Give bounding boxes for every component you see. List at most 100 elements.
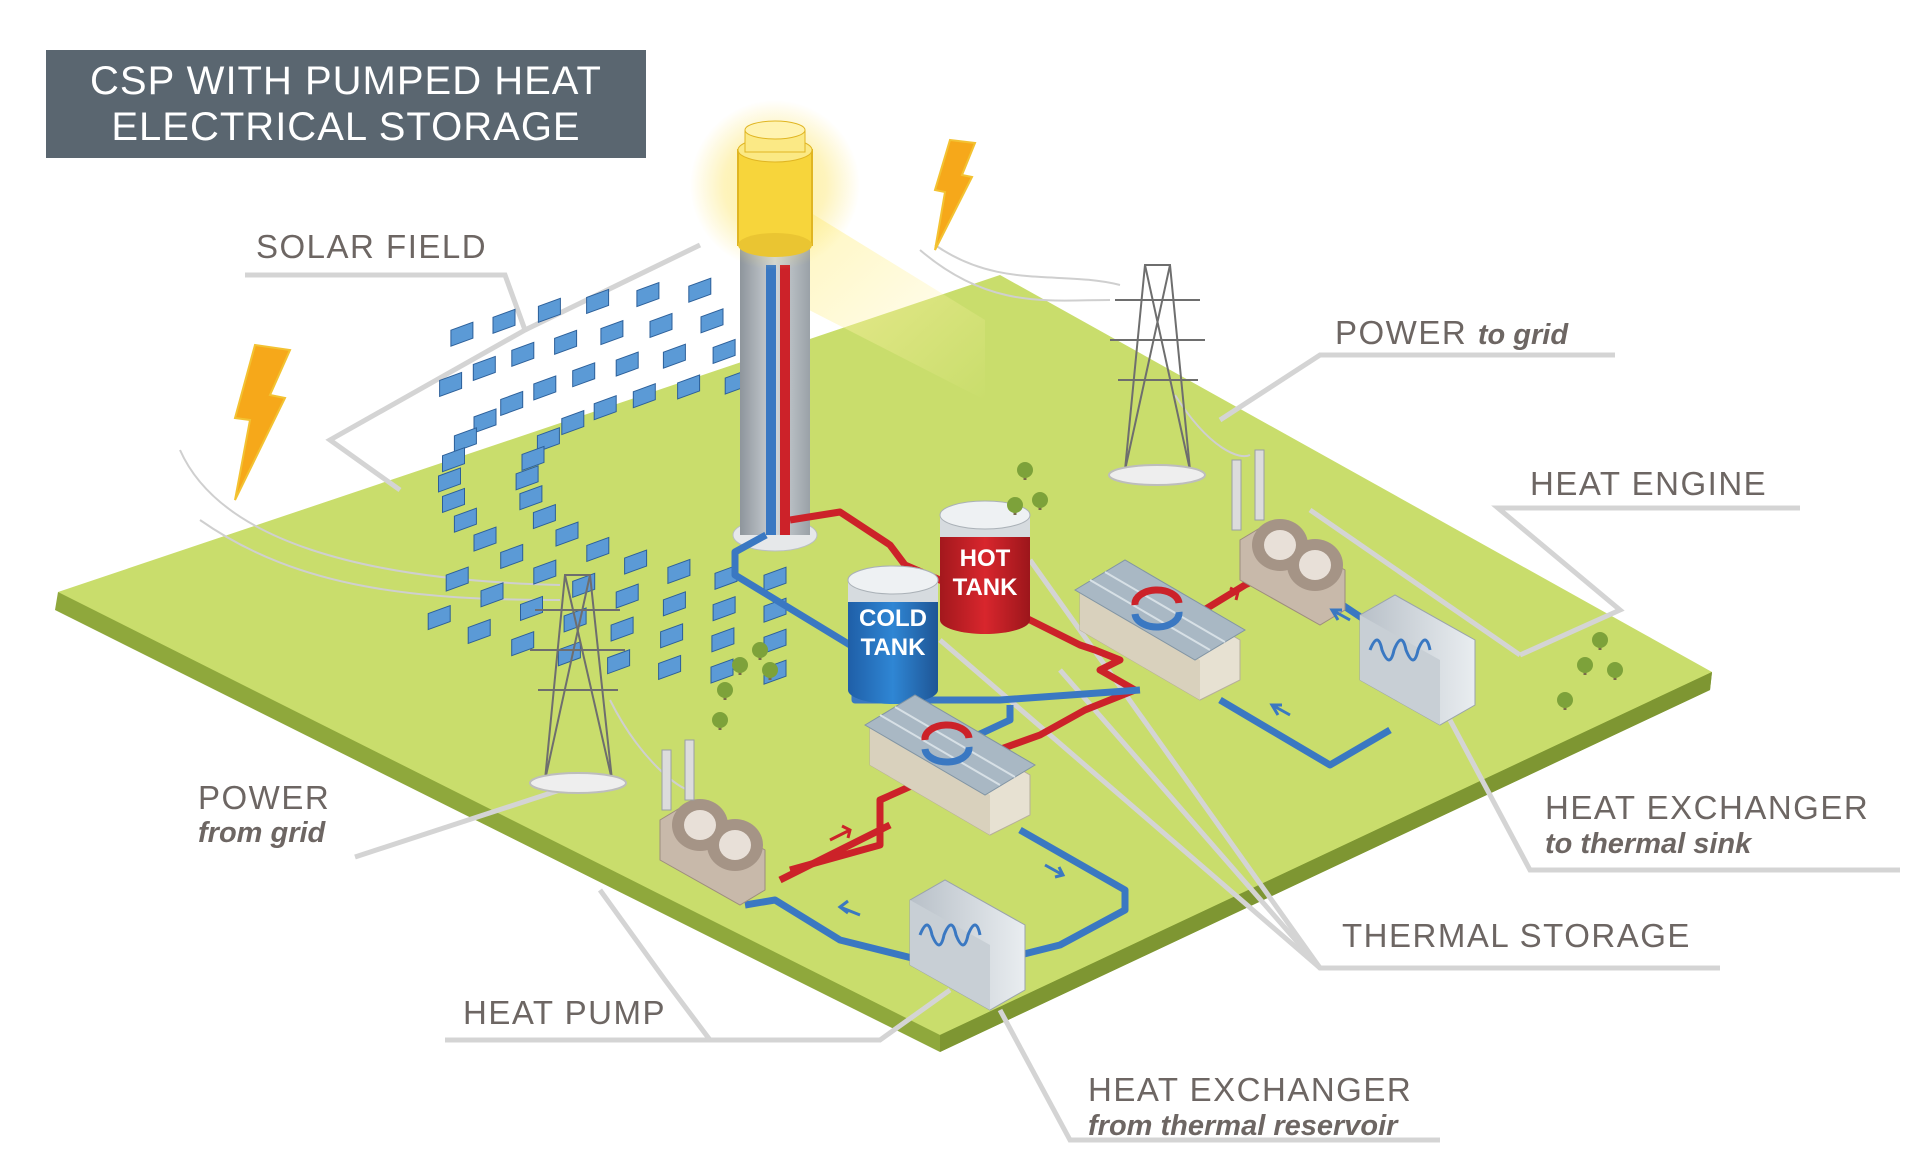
mirror-panel bbox=[480, 582, 504, 608]
mirror-panel bbox=[662, 343, 686, 369]
label-power-to-grid-sub: to grid bbox=[1477, 319, 1569, 351]
tree-icon bbox=[1007, 497, 1023, 515]
mirror-panel bbox=[453, 427, 477, 453]
mirror-panel bbox=[492, 308, 516, 335]
mirror-panel bbox=[439, 371, 463, 398]
mirror-panel bbox=[450, 321, 474, 347]
mirror-panel bbox=[615, 351, 639, 377]
heat-exchanger-sink bbox=[1359, 594, 1476, 726]
circulation-arrows-icon bbox=[921, 721, 973, 766]
mirror-panel bbox=[500, 543, 524, 570]
leader-lines bbox=[245, 242, 1900, 1143]
mirror-panel bbox=[763, 566, 787, 592]
mirror-panel bbox=[667, 558, 691, 585]
lightning-bolt-icon bbox=[933, 138, 977, 251]
mirror-panel bbox=[442, 487, 465, 514]
mirror-panel bbox=[427, 604, 451, 631]
lightning-bolt-icon bbox=[233, 343, 292, 501]
mirror-panel bbox=[521, 445, 545, 472]
thermal-storage-unit-upper bbox=[1074, 559, 1246, 701]
tree-icon bbox=[1592, 632, 1608, 650]
thermal-storage-unit-lower bbox=[864, 694, 1036, 836]
mirror-panel bbox=[473, 526, 497, 552]
mirror-panel bbox=[537, 297, 561, 324]
mirror-panel bbox=[658, 654, 682, 681]
mirror-panel bbox=[712, 595, 736, 622]
mirror-panel bbox=[700, 308, 724, 334]
tree-icon bbox=[1557, 692, 1573, 710]
trees bbox=[712, 462, 1623, 730]
title-line2: ELECTRICAL STORAGE bbox=[111, 105, 581, 149]
transmission-tower-icon bbox=[529, 574, 627, 794]
mirror-panel bbox=[472, 355, 496, 382]
tree-icon bbox=[717, 682, 733, 700]
mirror-panel bbox=[600, 319, 624, 346]
circulation-arrows-icon bbox=[1131, 586, 1183, 631]
tree-icon bbox=[1032, 492, 1048, 510]
mirror-panel bbox=[711, 627, 735, 653]
mirror-panel bbox=[572, 362, 596, 388]
heat-pump-machine bbox=[659, 739, 766, 906]
label-heat-exchanger-sink: HEAT EXCHANGER bbox=[1545, 789, 1870, 826]
heat-exchanger-reservoir bbox=[909, 879, 1026, 1011]
mirror-panel bbox=[677, 374, 701, 400]
tree-icon bbox=[752, 642, 768, 660]
solar-tower bbox=[690, 100, 860, 552]
mirror-panel bbox=[533, 559, 557, 585]
mirror-panel bbox=[712, 338, 736, 365]
title-line1: CSP WITH PUMPED HEAT bbox=[90, 59, 602, 103]
label-heat-pump: HEAT PUMP bbox=[463, 994, 666, 1031]
mirror-panel bbox=[520, 595, 543, 622]
mirror-panel bbox=[636, 281, 660, 308]
transmission-tower-icon bbox=[1108, 264, 1206, 486]
tree-icon bbox=[732, 657, 748, 675]
label-power-to-grid-main: POWER bbox=[1335, 314, 1468, 351]
tree-icon bbox=[1017, 462, 1033, 480]
mirror-panel bbox=[586, 288, 610, 315]
diagram-title: CSP WITH PUMPED HEAT ELECTRICAL STORAGE bbox=[46, 50, 646, 158]
mirror-panel bbox=[586, 536, 610, 563]
label-heat-exchanger-reservoir-sub: from thermal reservoir bbox=[1088, 1110, 1398, 1142]
cold-tank: COLD TANK bbox=[847, 565, 939, 704]
tree-icon bbox=[1607, 662, 1623, 680]
label-power-from-grid: POWER bbox=[198, 779, 331, 816]
label-heat-exchanger-sink-sub: to thermal sink bbox=[1545, 828, 1752, 860]
mirror-panel bbox=[500, 390, 524, 417]
label-heat-exchanger-reservoir: HEAT EXCHANGER bbox=[1088, 1071, 1413, 1108]
mirror-panel bbox=[662, 591, 686, 617]
mirror-panel bbox=[442, 446, 465, 473]
label-solar-field: SOLAR FIELD bbox=[256, 228, 488, 265]
mirror-panel bbox=[511, 630, 535, 657]
mirror-panel bbox=[632, 383, 656, 409]
hot-tank-label-line1: HOT bbox=[960, 545, 1011, 572]
mirror-panel bbox=[536, 427, 560, 453]
mirror-panel bbox=[511, 341, 535, 368]
mirror-panel bbox=[660, 623, 684, 649]
tree-icon bbox=[712, 712, 728, 730]
mirror-panel bbox=[532, 503, 556, 530]
mirror-panel bbox=[533, 375, 557, 401]
mirror-panel bbox=[519, 484, 543, 511]
hot-tank-label-line2: TANK bbox=[953, 574, 1019, 601]
label-power-to-grid: POWER to grid bbox=[1335, 315, 1568, 353]
mirror-panel bbox=[688, 277, 712, 303]
mirror-panel bbox=[515, 465, 539, 491]
hot-tank: HOT TANK bbox=[939, 500, 1031, 634]
mirror-panel bbox=[610, 616, 634, 642]
label-power-from-grid-sub: from grid bbox=[198, 817, 326, 849]
mirror-panel bbox=[561, 409, 585, 436]
heat-engine-machine bbox=[1231, 449, 1346, 626]
mirror-panel bbox=[467, 618, 491, 645]
mirror-panel bbox=[554, 329, 578, 356]
mirror-panel bbox=[445, 566, 469, 592]
mirror-panel bbox=[607, 649, 631, 675]
tree-icon bbox=[1577, 657, 1593, 675]
mirror-panel bbox=[453, 507, 477, 533]
flow-arrows bbox=[829, 586, 1351, 917]
mirror-panel bbox=[593, 395, 617, 421]
label-thermal-storage: THERMAL STORAGE bbox=[1342, 917, 1691, 954]
cold-tank-label-line2: TANK bbox=[861, 634, 927, 661]
mirror-panel bbox=[615, 583, 639, 609]
cold-tank-label-line1: COLD bbox=[859, 605, 927, 632]
